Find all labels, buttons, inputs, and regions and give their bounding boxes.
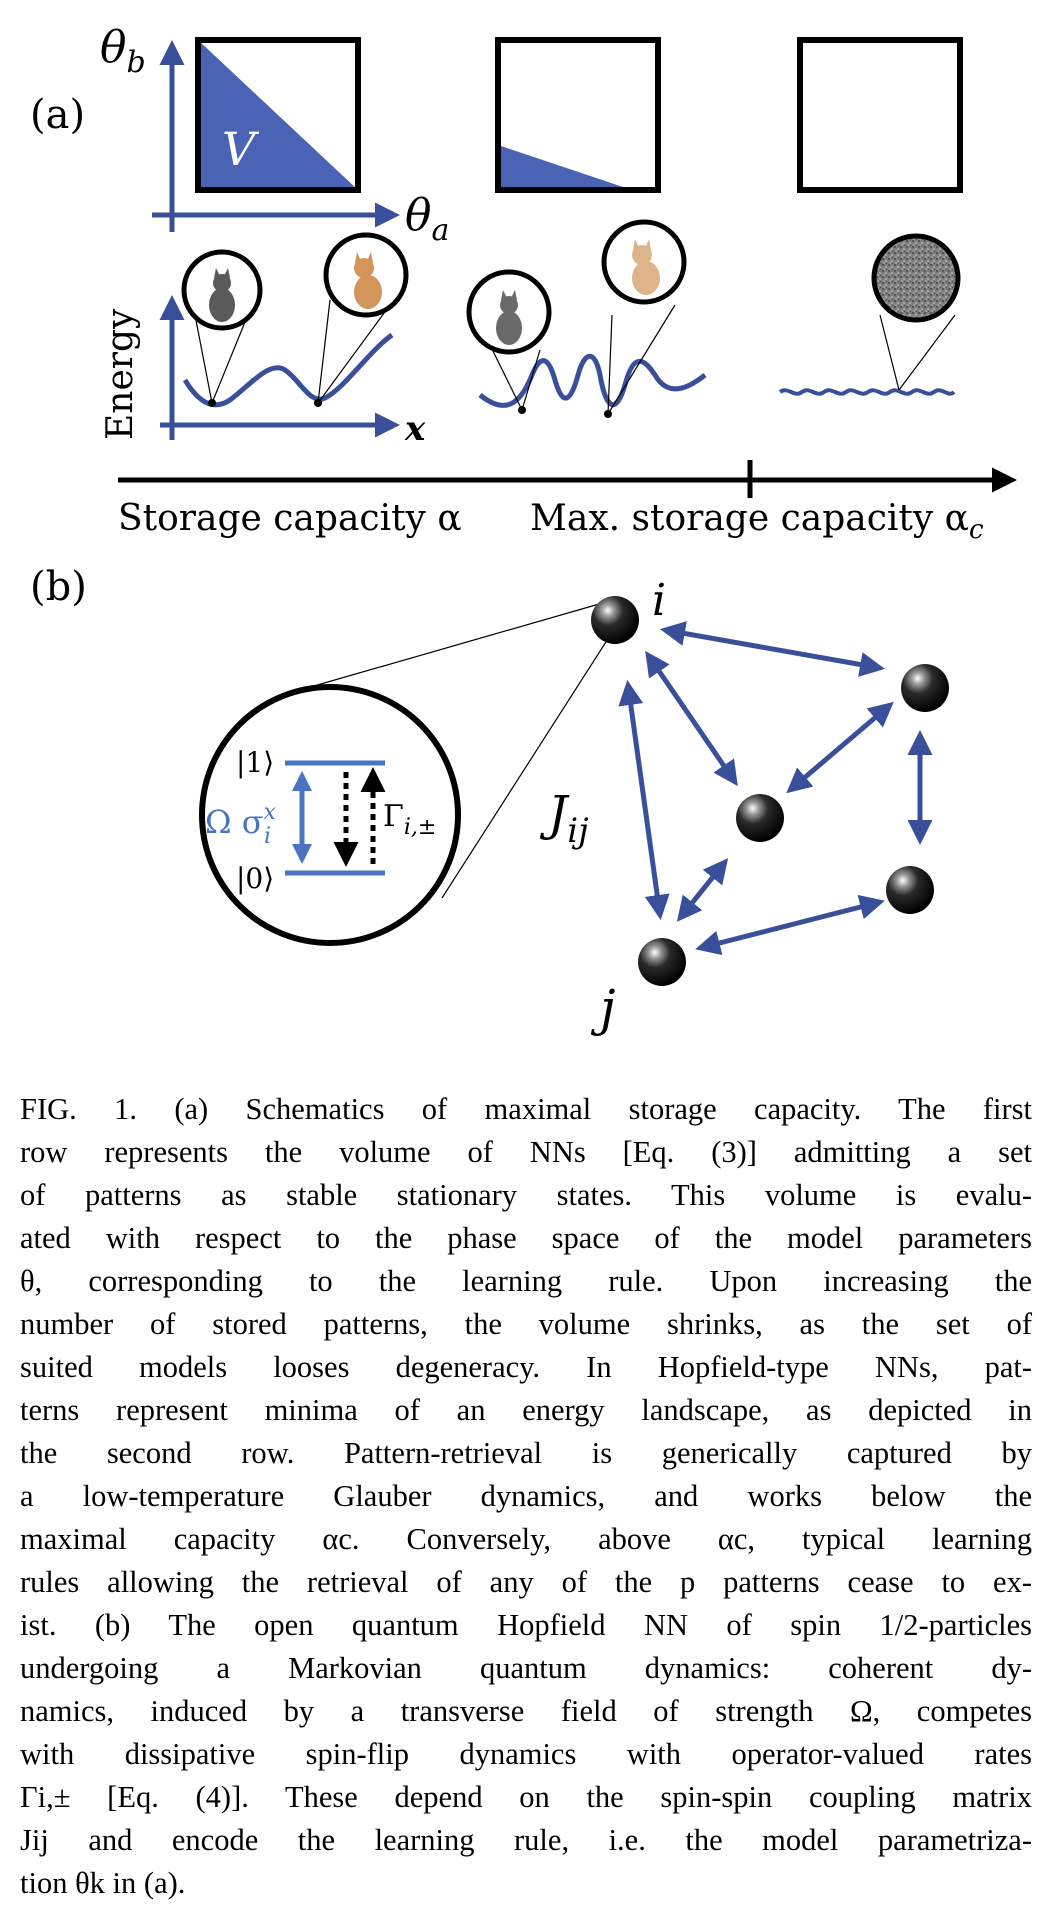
capacity-axis xyxy=(118,460,1017,498)
energy-landscape-1 xyxy=(182,332,394,408)
panel-a-label: (a) xyxy=(30,92,85,138)
spin-top-right xyxy=(901,664,949,712)
volume-box-3 xyxy=(797,37,963,193)
caption-line: rules allowing the retrieval of any of t… xyxy=(20,1565,1032,1599)
pattern-inset-2 xyxy=(323,232,409,318)
energy-axes xyxy=(159,295,400,440)
inset-cone xyxy=(299,597,621,899)
theta-b-label: θb xyxy=(100,22,146,80)
node-j-label: j xyxy=(590,979,616,1037)
caption-line: with dissipative spin-flip dynamics with… xyxy=(20,1737,1032,1771)
caption-line: Γi,± [Eq. (4)]. These depend on the spin… xyxy=(20,1780,1032,1814)
spin-j xyxy=(638,938,686,986)
spin-center xyxy=(736,794,784,842)
caption-line: ist. (b) The open quantum Hopfield NN of… xyxy=(20,1608,1032,1642)
caption-line: of patterns as stable stationary states.… xyxy=(20,1178,1032,1212)
figure-1: (a) θb θa V Energy x xyxy=(30,22,1017,1037)
x-axis-label: x xyxy=(404,409,426,449)
caption-line: FIG. 1. (a) Schematics of maximal storag… xyxy=(20,1092,1032,1126)
zoom-lines xyxy=(194,299,956,415)
panel-b-label: (b) xyxy=(30,564,87,610)
spin-bottom-right xyxy=(886,866,934,914)
caption-line: Jij and encode the learning rule, i.e. t… xyxy=(20,1823,1032,1857)
spin-spheres xyxy=(591,596,949,986)
energy-landscape-2 xyxy=(478,353,707,408)
state-zero-label: |0⟩ xyxy=(236,862,274,895)
caption-line: θ, corresponding to the learning rule. U… xyxy=(20,1264,1032,1298)
caption-line: the second row. Pattern-retrieval is gen… xyxy=(20,1436,1032,1470)
volume-label: V xyxy=(222,122,260,176)
orange-cat-icon xyxy=(354,252,382,309)
coupling-arrows xyxy=(618,621,933,956)
volume-box-1: V xyxy=(195,37,361,193)
max-capacity-label: Max. storage capacity αc xyxy=(530,498,984,545)
gray-cat-icon xyxy=(496,290,522,345)
caption-line: namics, induced by a transverse field of… xyxy=(20,1694,1032,1728)
parameter-axes xyxy=(152,40,400,232)
caption-line: number of stored patterns, the volume sh… xyxy=(20,1307,1032,1341)
minima-dots xyxy=(208,399,612,418)
coupling-label: Jij xyxy=(539,786,589,851)
caption-line: ated with respect to the phase space of … xyxy=(20,1221,1032,1255)
pattern-inset-3 xyxy=(466,269,552,355)
rate-label: Γi,± xyxy=(383,799,436,840)
caption-line: tion θk in (a). xyxy=(20,1866,186,1900)
caption-line: a low-temperature Glauber dynamics, and … xyxy=(20,1479,1032,1513)
caption-line: undergoing a Markovian quantum dynamics:… xyxy=(20,1651,1032,1685)
orange-cat-icon xyxy=(632,239,660,295)
theta-a-label: θa xyxy=(405,190,449,248)
volume-region-2 xyxy=(498,145,632,190)
gray-cat-icon xyxy=(209,268,235,322)
pattern-inset-1 xyxy=(181,249,263,331)
node-i-label: i xyxy=(652,575,666,626)
state-one-label: |1⟩ xyxy=(236,746,274,779)
pattern-inset-noise xyxy=(871,233,961,323)
capacity-label: Storage capacity α xyxy=(118,498,462,539)
caption-line: row represents the volume of NNs [Eq. (3… xyxy=(20,1135,1032,1169)
caption-line: terns represent minima of an energy land… xyxy=(20,1393,1032,1427)
energy-landscape-3 xyxy=(778,388,956,396)
pattern-inset-4 xyxy=(601,219,687,305)
caption-line: maximal capacity αc. Conversely, above α… xyxy=(20,1522,1032,1556)
figure-caption: FIG. 1. (a) Schematics of maximal storag… xyxy=(20,1088,1032,1905)
caption-line: suited models looses degeneracy. In Hopf… xyxy=(20,1350,1032,1384)
energy-axis-label: Energy xyxy=(100,308,141,440)
volume-box-2 xyxy=(495,37,661,193)
spin-i xyxy=(591,596,639,644)
volume-region-1 xyxy=(198,40,358,190)
